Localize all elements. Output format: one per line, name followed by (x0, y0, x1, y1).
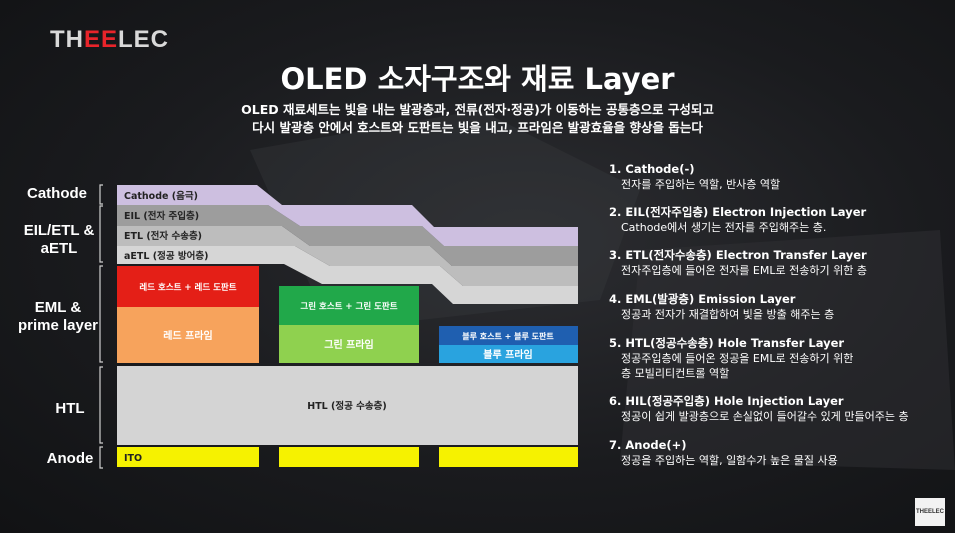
blue-prime-label: 블루 프라임 (483, 348, 532, 361)
blue-host-label: 블루 호스트 + 블루 도판트 (462, 331, 554, 341)
desc-text: 정공이 쉽게 발광층으로 손실없이 들어갈수 있게 만들어주는 층 (609, 409, 949, 424)
cathode-layer-label: Cathode (음극) (124, 191, 198, 202)
desc-heading: 5. HTL(정공수송층) Hole Transfer Layer (609, 336, 949, 351)
desc-text: 정공을 주입하는 역할, 일함수가 높은 물질 사용 (609, 453, 949, 468)
desc-eil: 2. EIL(전자주입층) Electron Injection Layer C… (609, 205, 949, 235)
desc-heading: 3. ETL(전자수송층) Electron Transfer Layer (609, 248, 949, 263)
aetl-layer-label: aETL (정공 방어층) (124, 250, 208, 262)
desc-eml: 4. EML(발광층) Emission Layer 정공과 전자가 재결합하여… (609, 292, 949, 322)
corner-logo: THEELEC (915, 498, 945, 526)
desc-text: 정공과 전자가 재결합하여 빛을 방출 해주는 층 (609, 307, 949, 322)
red-prime-label: 레드 프라임 (163, 329, 212, 342)
desc-heading: 1. Cathode(-) (609, 162, 949, 177)
eil-layer-label: EIL (전자 주입층) (124, 210, 199, 222)
red-host-label: 레드 호스트 + 레드 도판트 (139, 282, 236, 293)
desc-heading: 6. HIL(정공주입층) Hole Injection Layer (609, 394, 949, 409)
etl-layer-label: ETL (전자 수송층) (124, 230, 202, 242)
desc-text: 전자주입층에 들어온 전자를 EML로 전송하기 위한 층 (609, 263, 949, 278)
green-prime-label: 그린 프라임 (324, 338, 373, 351)
green-host-label: 그린 호스트 + 그린 도판트 (300, 301, 397, 312)
left-brackets (100, 185, 103, 468)
desc-cathode: 1. Cathode(-) 전자를 주입하는 역할, 반사층 역할 (609, 162, 949, 192)
ito-pad-blue (439, 447, 578, 467)
desc-text: 정공주입층에 들어온 정공을 EML로 전송하기 위한 (609, 351, 949, 366)
desc-text: 전자를 주입하는 역할, 반사층 역할 (609, 177, 949, 192)
desc-htl: 5. HTL(정공수송층) Hole Transfer Layer 정공주입층에… (609, 336, 949, 381)
ito-label: ITO (124, 453, 142, 464)
htl-layer-label: HTL (정공 수송층) (307, 400, 386, 412)
desc-hil: 6. HIL(정공주입층) Hole Injection Layer 정공이 쉽… (609, 394, 949, 424)
desc-etl: 3. ETL(전자수송층) Electron Transfer Layer 전자… (609, 248, 949, 278)
desc-heading: 7. Anode(+) (609, 438, 949, 453)
ito-pad-green (279, 447, 419, 467)
desc-heading: 2. EIL(전자주입층) Electron Injection Layer (609, 205, 949, 220)
desc-text: Cathode에서 생기는 전자를 주입해주는 층. (609, 220, 949, 235)
desc-text: 층 모빌리티컨트롤 역할 (609, 366, 949, 381)
desc-anode: 7. Anode(+) 정공을 주입하는 역할, 일함수가 높은 물질 사용 (609, 438, 949, 468)
desc-heading: 4. EML(발광층) Emission Layer (609, 292, 949, 307)
